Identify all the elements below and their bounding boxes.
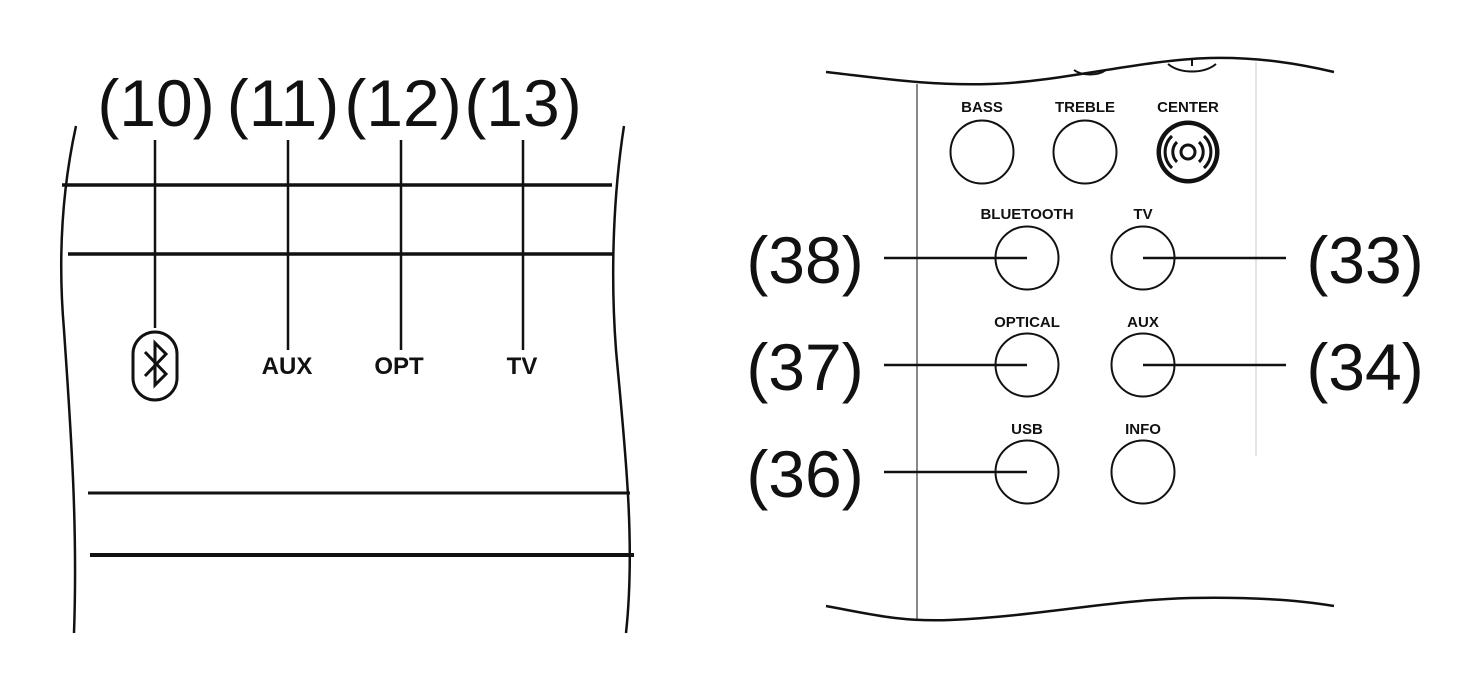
partial-button-edge [1073,69,1107,76]
treble-button[interactable] [1052,119,1118,185]
aux-label: AUX [1127,314,1159,331]
callout-12: (12) [344,66,461,140]
remote-control: BASS TREBLE CENTER BLUETOOTH TV OPTICAL … [746,56,1424,622]
treble-label: TREBLE [1055,99,1115,116]
bluetooth-icon [131,330,179,402]
indicator-opt-label: OPT [374,353,424,380]
bass-label: BASS [961,99,1003,116]
info-button[interactable] [1110,439,1176,505]
info-label: INFO [1125,421,1161,438]
tv-label: TV [1133,206,1152,223]
center-button[interactable] [1156,120,1220,184]
remote-bottom-cut [825,596,1335,622]
bass-button[interactable] [949,119,1015,185]
indicator-aux-label: AUX [262,353,313,380]
panel-right-edge [611,125,632,634]
indicator-tv-label: TV [507,353,538,380]
callout-37: (37) [746,330,863,404]
callout-33: (33) [1306,223,1423,297]
callout-36: (36) [746,437,863,511]
bluetooth-label: BLUETOOTH [980,206,1073,223]
callout-10: (10) [97,66,214,140]
callout-34: (34) [1306,330,1423,404]
partial-button-edge [1167,63,1217,73]
center-label: CENTER [1157,99,1219,116]
callout-13: (13) [464,66,581,140]
panel-left-edge [60,125,78,634]
surround-sound-icon [1163,134,1213,170]
soundbar-panel: (10) (11) (12) (13) AUX OPT TV [60,66,634,634]
usb-label: USB [1011,421,1043,438]
callout-38: (38) [746,223,863,297]
remote-top-cut [825,56,1335,86]
callout-11: (11) [227,66,339,140]
optical-label: OPTICAL [994,314,1060,331]
